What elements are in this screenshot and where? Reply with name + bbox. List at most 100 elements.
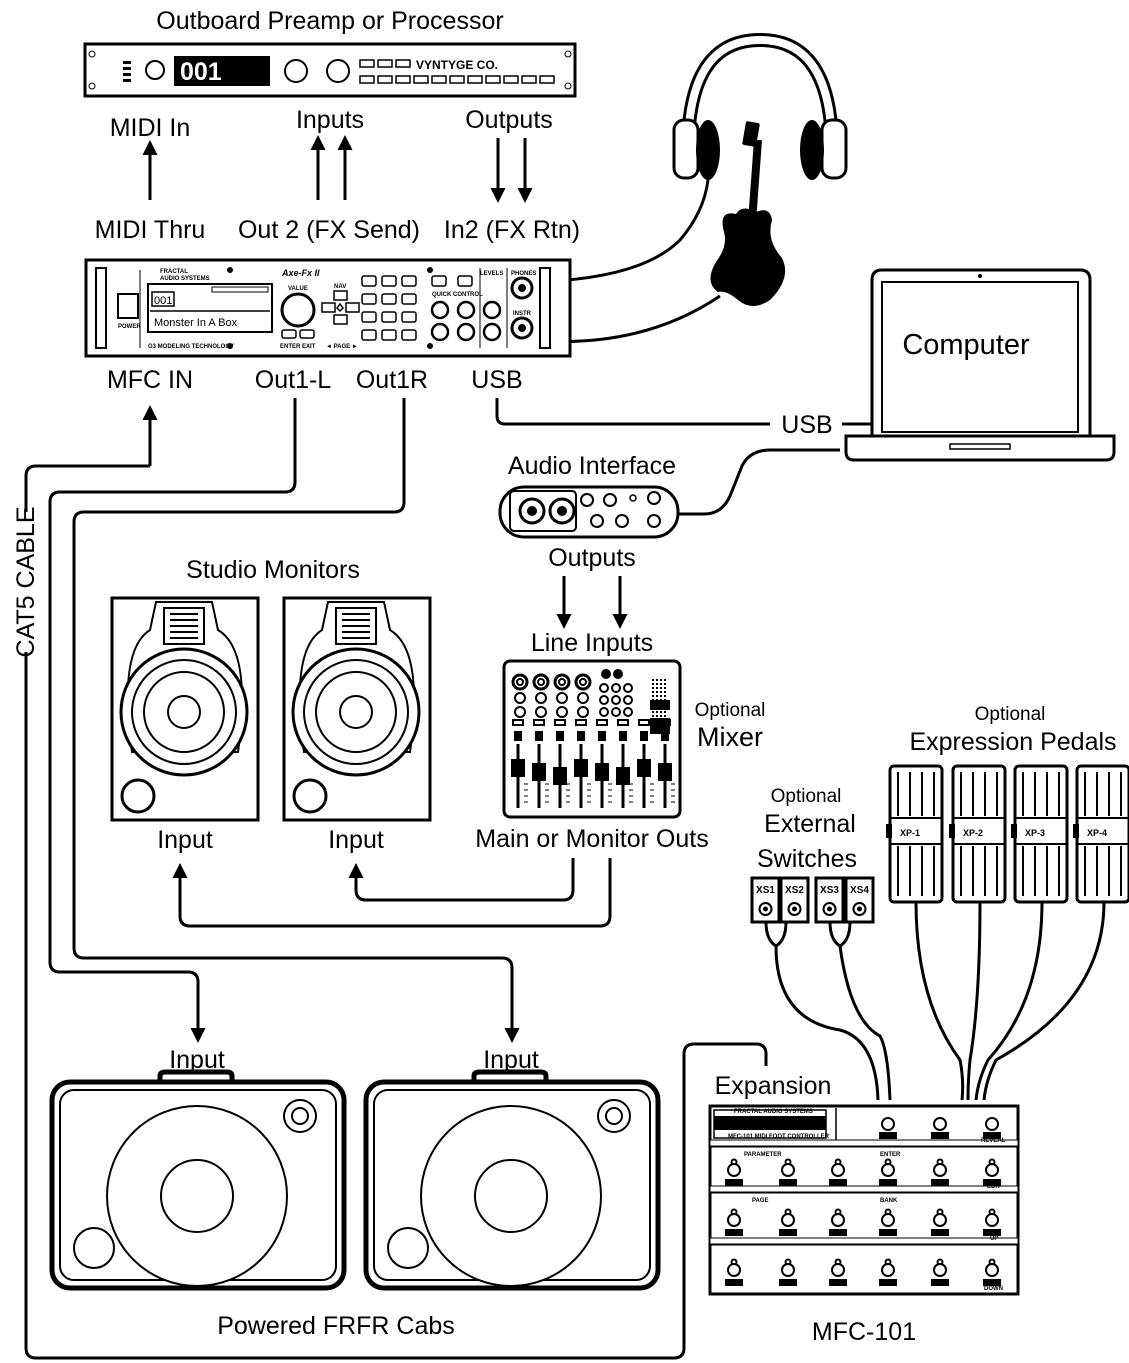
external-switch-label: XS2 — [785, 885, 804, 896]
label-input-left: Input — [157, 826, 213, 854]
label-midi-in: MIDI In — [110, 114, 191, 142]
preamp-brand: VYNTYGE CO. — [416, 58, 498, 72]
mfc-up-label: UP — [990, 1236, 998, 1242]
external-switch-xs3[interactable]: XS3 — [814, 876, 845, 924]
frfr-cab-right — [363, 1069, 661, 1291]
expression-pedal-xp-1[interactable]: XP-1 — [886, 764, 944, 904]
label-usb: USB — [471, 366, 522, 394]
external-switch-xs4[interactable]: XS4 — [844, 876, 875, 924]
axe-buttons[interactable] — [281, 275, 473, 341]
headphones-icon — [672, 32, 848, 180]
expression-pedal-xp-3[interactable]: XP-3 — [1011, 764, 1069, 904]
mfc-parameter-label: PARAMETER — [744, 1152, 782, 1158]
guitar-icon — [710, 121, 786, 306]
label-external: External — [764, 810, 856, 838]
preamp-display — [174, 56, 270, 86]
axe-page-label: ◄ PAGE ► — [326, 344, 358, 350]
axe-nav-pad[interactable] — [321, 290, 360, 325]
frfr-cab-left — [49, 1069, 347, 1291]
mixer — [502, 659, 682, 819]
external-switch-xs2[interactable]: XS2 — [779, 876, 810, 924]
label-main-outs: Main or Monitor Outs — [475, 825, 708, 853]
axe-preset-number: 001 — [154, 295, 172, 307]
axe-instr-label: INSTR — [513, 311, 532, 317]
axe-phones-label: PHONES — [511, 271, 536, 277]
mfc-brand: FRACTAL AUDIO SYSTEMS — [734, 1109, 813, 1115]
preamp-display-text: 001 — [180, 58, 222, 86]
label-in2: In2 (FX Rtn) — [444, 216, 580, 244]
outboard-preamp: 001 VYNTYGE CO. — [83, 42, 577, 98]
ai-output-arrows — [556, 576, 628, 629]
headphones-cable — [529, 179, 710, 284]
axe-footer: G3 MODELING TECHNOLOGY — [148, 344, 234, 350]
label-switches: Switches — [757, 845, 857, 873]
label-out1l: Out1-L — [255, 366, 332, 394]
label-cat5: CAT5 CABLE — [12, 507, 40, 658]
axe-nav-label: NAV — [334, 284, 346, 290]
label-midi-thru: MIDI Thru — [95, 216, 206, 244]
external-switch-label: XS4 — [850, 885, 869, 896]
mfc-enter-label: ENTER — [880, 1152, 901, 1158]
expression-pedal-xp-2[interactable]: XP-2 — [949, 764, 1007, 904]
out1l-cable — [48, 398, 297, 1043]
label-mixer: Mixer — [697, 722, 763, 752]
laptop-computer — [844, 268, 1116, 462]
axe-power-label: POWER — [118, 324, 141, 330]
label-optional-pedals: Optional — [975, 704, 1046, 725]
label-studio-monitors: Studio Monitors — [186, 556, 360, 584]
label-expansion: Expansion — [715, 1072, 832, 1100]
label-powered-cabs: Powered FRFR Cabs — [217, 1312, 455, 1340]
mfc-bank-label: BANK — [880, 1198, 898, 1204]
external-switches: XS1 XS2 XS3 XS4 — [750, 876, 875, 924]
axe-value-label: VALUE — [288, 286, 308, 292]
axe-brand: FRACTAL — [160, 269, 188, 275]
label-expression-pedals: Expression Pedals — [909, 728, 1116, 756]
mfc-down-label: DOWN — [984, 1286, 1003, 1292]
mfc-page-label: PAGE — [752, 1198, 769, 1204]
label-computer: Computer — [902, 329, 1030, 361]
mfc-101: FRACTAL AUDIO SYSTEMS MFC-101 MIDI FOOT … — [708, 1104, 1020, 1296]
axe-model: Axe-Fx II — [281, 268, 320, 278]
axe-brand-sub: AUDIO SYSTEMS — [160, 276, 210, 282]
preamp-title: Outboard Preamp or Processor — [156, 7, 503, 35]
axe-knobs[interactable] — [430, 300, 502, 342]
label-line-inputs: Line Inputs — [531, 629, 653, 657]
label-input-right: Input — [328, 826, 384, 854]
label-cab-input-right: Input — [483, 1046, 539, 1074]
mfc-edit-label: EDIT — [987, 1184, 1001, 1190]
expression-pedal-label: XP-1 — [900, 828, 920, 838]
mfc-model: MFC-101 MIDI FOOT CONTROLLER — [728, 1134, 830, 1140]
mfc-display — [714, 1116, 826, 1130]
out1r-cable — [72, 398, 520, 1043]
axe-levels-label: LEVELS — [480, 271, 503, 277]
audio-interface — [498, 485, 680, 539]
axe-power-switch[interactable] — [117, 293, 139, 319]
external-switch-xs1[interactable]: XS1 — [750, 876, 781, 924]
expression-pedal-label: XP-2 — [963, 828, 983, 838]
label-audio-interface: Audio Interface — [508, 452, 676, 480]
external-switch-label: XS1 — [756, 885, 775, 896]
accessory-cables — [764, 901, 1106, 1101]
mixer-to-left-monitor — [172, 858, 612, 928]
expression-pedal-label: XP-3 — [1025, 828, 1045, 838]
mfc-reveal-label: REVEAL — [981, 1138, 1006, 1144]
expression-pedal-label: XP-4 — [1087, 828, 1107, 838]
label-ai-outputs: Outputs — [548, 544, 636, 572]
axe-quick-control-label: QUICK CONTROL — [432, 292, 483, 298]
axe-exit-label: EXIT — [302, 344, 316, 350]
expression-pedal-xp-4[interactable]: XP-4 — [1073, 764, 1129, 904]
axe-preset-name: Monster In A Box — [154, 317, 238, 329]
studio-monitor-right — [282, 596, 432, 822]
label-mfc101: MFC-101 — [812, 1318, 916, 1346]
external-switch-label: XS3 — [820, 885, 839, 896]
studio-monitor-left — [110, 596, 260, 822]
axe-enter-label: ENTER — [280, 344, 301, 350]
axe-value-knob[interactable] — [280, 292, 316, 328]
axe-fx-unit: POWER FRACTAL AUDIO SYSTEMS 001 Monster … — [84, 258, 572, 358]
label-out2: Out 2 (FX Send) — [238, 216, 420, 244]
label-mfc-in: MFC IN — [107, 366, 193, 394]
label-cab-input-left: Input — [169, 1046, 225, 1074]
label-out1r: Out1R — [356, 366, 428, 394]
label-optional-mixer: Optional — [695, 700, 766, 721]
